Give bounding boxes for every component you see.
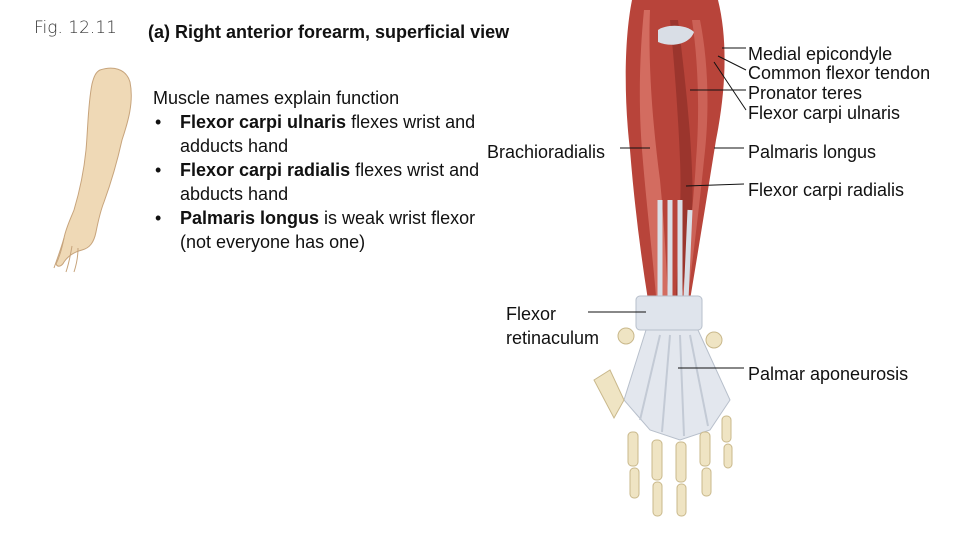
label-palmaris-longus: Palmaris longus <box>748 142 877 162</box>
bullet-text: flexes wrist and abducts hand <box>180 160 480 204</box>
bullet-item: •Palmaris longus is weak wrist flexor (n… <box>155 208 476 252</box>
arm-thumbnail <box>53 67 132 273</box>
figure-number: Fig. 12.11 <box>34 18 117 38</box>
view-title: (a) Right anterior forearm, superficial … <box>148 22 510 42</box>
leader-common-flexor-tendon <box>717 55 747 71</box>
leader-flexor-carpi-ulnaris <box>713 61 747 111</box>
bullet-intro: Muscle names explain function <box>153 88 400 108</box>
bullet-text: flexes wrist and adducts hand <box>180 112 476 156</box>
bullet-list: Muscle names explain function •Flexor ca… <box>153 86 483 254</box>
bullet-text: is weak wrist flexor (not everyone has o… <box>180 208 476 252</box>
label-palmar-aponeurosis: Palmar aponeurosis <box>748 364 909 384</box>
label-pronator-teres: Pronator teres <box>748 83 863 103</box>
bullet-term: Palmaris longus <box>180 208 320 228</box>
label-brachioradialis: Brachioradialis <box>487 142 606 162</box>
bullet-item: •Flexor carpi radialis flexes wrist and … <box>155 160 480 204</box>
label-flexor-carpi-ulnaris: Flexor carpi ulnaris <box>748 103 901 123</box>
leader-flexor-carpi-radialis <box>685 183 745 187</box>
label-flexor-retinaculum-line1: Flexor <box>506 304 557 324</box>
bullet-item: •Flexor carpi ulnaris flexes wrist and a… <box>155 112 476 156</box>
label-flexor-retinaculum-line2: retinaculum <box>506 328 600 348</box>
label-flexor-carpi-radialis: Flexor carpi radialis <box>748 180 905 200</box>
label-common-flexor-tendon: Common flexor tendon <box>748 63 931 83</box>
bullet-term: Flexor carpi ulnaris <box>180 112 347 132</box>
forearm-illustration <box>593 0 733 517</box>
bullet-term: Flexor carpi radialis <box>180 160 351 180</box>
label-medial-epicondyle: Medial epicondyle <box>748 44 893 64</box>
